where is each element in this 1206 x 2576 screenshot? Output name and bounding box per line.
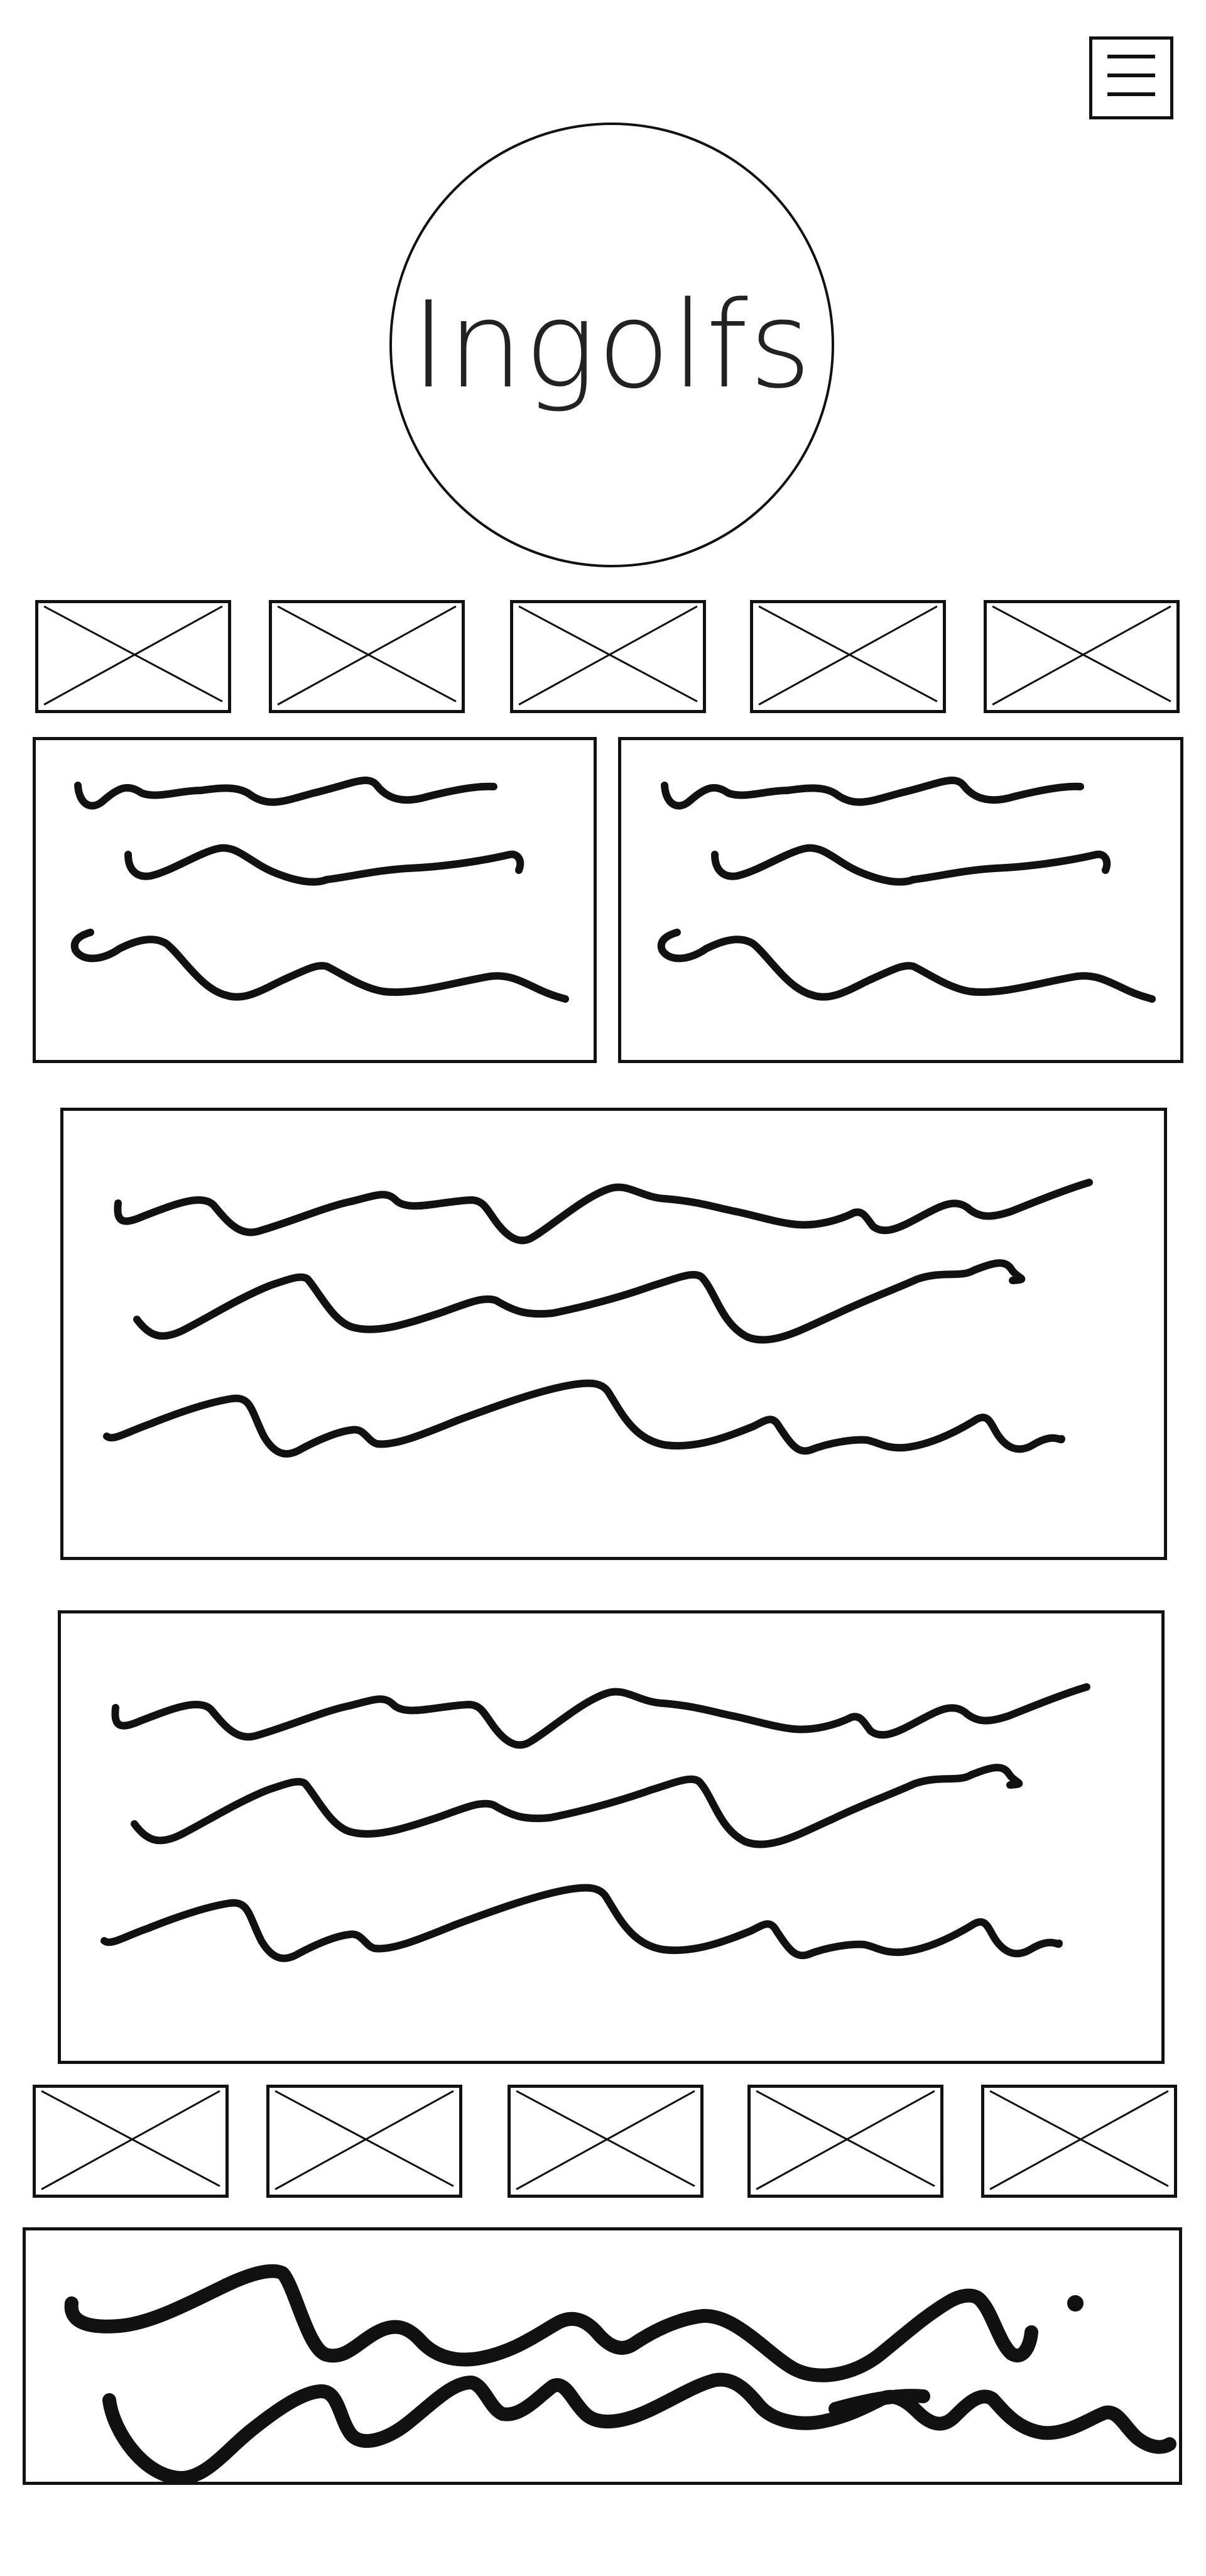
scribble-line <box>100 1884 1063 1962</box>
text-card-left-scribbles <box>70 777 569 1003</box>
footer-scribbles <box>64 2264 1176 2485</box>
image-placeholder-icon <box>981 2085 1177 2198</box>
scribble-line <box>657 929 1156 1003</box>
scribble-line <box>124 844 524 886</box>
scribble-line <box>64 2264 1038 2382</box>
image-placeholder-icon <box>269 600 465 713</box>
logo-text[interactable]: Ingolfs <box>411 275 813 415</box>
image-placeholder-icon <box>747 2085 943 2198</box>
content-block-1-scribbles <box>103 1179 1093 1458</box>
scribble-line <box>74 777 497 810</box>
scribble-line <box>111 1683 1090 1749</box>
image-placeholder-icon <box>984 600 1180 713</box>
image-placeholder-icon <box>508 2085 704 2198</box>
image-placeholder-icon <box>35 600 231 713</box>
scribble-line <box>828 2389 930 2416</box>
image-placeholder-icon <box>33 2085 229 2198</box>
scribble-line <box>102 2372 1176 2485</box>
content-block-2 <box>58 1610 1165 2064</box>
text-card-right-scribbles <box>657 777 1156 1003</box>
content-block-2-scribbles <box>100 1683 1090 1962</box>
menu-line <box>1107 74 1155 77</box>
scribble-line <box>114 1179 1093 1245</box>
image-placeholder-icon <box>750 600 946 713</box>
content-block-1 <box>60 1108 1167 1560</box>
scribble-line <box>131 1764 1023 1848</box>
footer-block <box>23 2227 1182 2485</box>
scribble-line <box>133 1259 1026 1344</box>
footer-dot <box>1067 2295 1084 2311</box>
scribble-line <box>70 929 569 1003</box>
image-placeholder-icon <box>266 2085 462 2198</box>
logo-circle <box>389 123 834 567</box>
scribble-line <box>711 844 1111 886</box>
menu-line <box>1107 92 1155 96</box>
hamburger-menu-icon[interactable] <box>1089 36 1173 119</box>
menu-line <box>1107 55 1155 58</box>
scribble-line <box>661 777 1084 810</box>
image-placeholder-icon <box>510 600 706 713</box>
scribble-line <box>103 1379 1065 1458</box>
